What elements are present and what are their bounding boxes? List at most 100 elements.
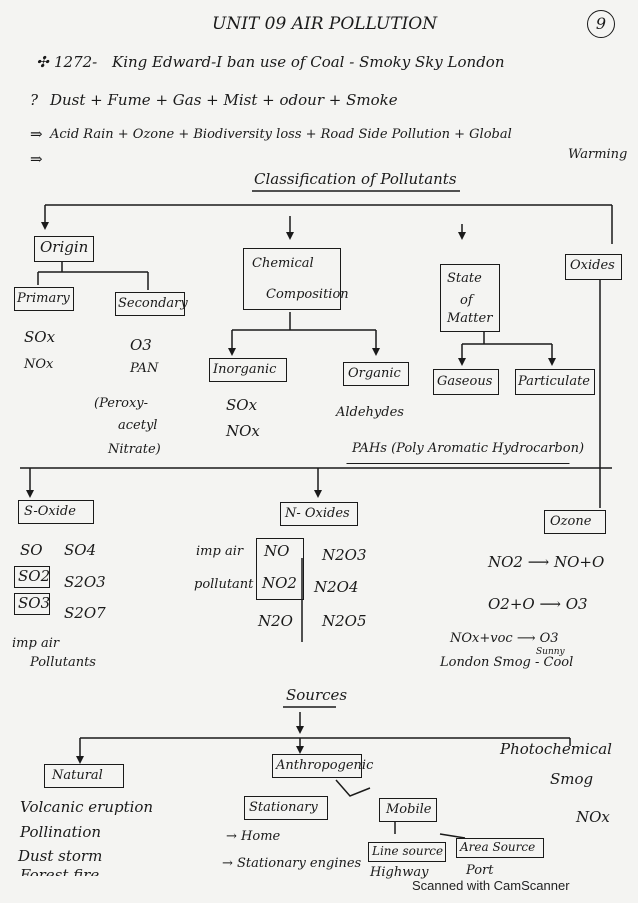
secondary-box (115, 292, 185, 316)
mobile-label: Mobile (386, 802, 432, 817)
s-oxide-label: S-Oxide (24, 504, 76, 519)
ozone-equation-2: O2+O ⟶ O3 (488, 595, 588, 613)
particulate-label: Particulate (518, 374, 590, 389)
ozone-box (544, 510, 606, 534)
natural-item-2: Pollination (20, 823, 102, 841)
state-label-3: Matter (447, 311, 493, 326)
intro-bullet-3: ⇒ (30, 125, 43, 143)
ozone-label: Ozone (550, 514, 592, 529)
natural-item-3: Dust storm (18, 847, 103, 865)
s-item-so2: SO2 (18, 567, 51, 585)
primary-item-nox: NOx (24, 357, 54, 372)
page-number: 9 (587, 10, 615, 38)
camscanner-watermark: Scanned with CamScanner (412, 878, 570, 893)
s-item-s2o3: S2O3 (64, 573, 106, 591)
intro-bullet-4: ⇒ (30, 150, 43, 168)
oxides-label: Oxides (570, 258, 615, 273)
s-note-2: Pollutants (30, 655, 96, 670)
intro-line-1: King Edward-I ban use of Coal - Smoky Sk… (112, 53, 505, 71)
natural-box (44, 764, 124, 788)
stationary-item-1: → Home (226, 829, 281, 844)
chemical-label-1: Chemical (252, 256, 314, 271)
pan-expansion-1: (Peroxy- (94, 396, 149, 411)
natural-label: Natural (52, 768, 103, 783)
ozone-condition: Sunny (536, 647, 565, 657)
n-item-n2o4: N2O4 (314, 578, 359, 596)
origin-box (34, 236, 94, 262)
primary-label: Primary (17, 291, 70, 306)
chemical-label-2: Composition (266, 287, 349, 302)
intro-line-2: Dust + Fume + Gas + Mist + odour + Smoke (50, 91, 398, 109)
sources-heading: Sources (286, 686, 348, 704)
line-source-item: Highway (370, 865, 429, 880)
n-note-2: pollutant (194, 577, 254, 592)
s-note-1: imp air (12, 636, 60, 651)
s-item-so: SO (20, 541, 43, 559)
so2-box (14, 566, 50, 588)
s-item-so3: SO3 (18, 594, 51, 612)
n-oxides-label: N- Oxides (285, 506, 350, 521)
n-item-no: NO (264, 542, 290, 560)
s-oxide-box (18, 500, 94, 524)
pan-expansion-2: acetyl (118, 418, 158, 433)
primary-box (14, 287, 74, 311)
area-source-label: Area Source (460, 840, 536, 854)
area-source-box (456, 838, 544, 858)
intro-line-3: Acid Rain + Ozone + Biodiversity loss + … (50, 127, 512, 142)
organic-item-pahs: PAHs (Poly Aromatic Hydrocarbon) (352, 441, 585, 456)
intro-bullet-2: ? (30, 91, 39, 109)
particulate-box (515, 369, 595, 395)
origin-label: Origin (40, 238, 89, 256)
secondary-label: Secondary (118, 296, 188, 311)
n-note-1: imp air (196, 544, 244, 559)
ozone-equation-3: NOx+voc ⟶ O3 (450, 631, 559, 646)
s-item-s2o7: S2O7 (64, 604, 106, 622)
line-source-box (368, 842, 446, 862)
area-source-item: Port (466, 863, 494, 878)
secondary-item-o3: O3 (130, 336, 152, 354)
anthropogenic-label: Anthropogenic (276, 758, 374, 773)
oxides-box (565, 254, 622, 280)
pan-expansion-3: Nitrate) (108, 442, 161, 457)
no-no2-box (256, 538, 304, 600)
gaseous-label: Gaseous (437, 374, 493, 389)
n-item-no2: NO2 (262, 574, 297, 592)
anthropogenic-box (272, 754, 362, 778)
n-item-n2o: N2O (258, 612, 293, 630)
state-label-1: State (447, 271, 482, 286)
secondary-item-pan: PAN (130, 361, 159, 376)
so3-box (14, 593, 50, 615)
page-title: UNIT 09 AIR POLLUTION (212, 14, 438, 34)
classification-heading: Classification of Pollutants (254, 170, 457, 188)
mobile-box (379, 798, 437, 822)
natural-item-4: Forest fire (20, 868, 99, 876)
photochemical-label-1: Photochemical (500, 740, 612, 758)
state-label-2: of (460, 293, 473, 308)
n-oxides-box (280, 502, 358, 526)
photochemical-label-2: Smog (550, 770, 594, 788)
n-item-n2o3: N2O3 (322, 546, 367, 564)
stationary-label: Stationary (249, 800, 318, 815)
primary-item-sox: SOx (24, 328, 56, 346)
ozone-note: London Smog - Cool (440, 655, 574, 670)
state-box (440, 264, 500, 332)
line-source-label: Line source (372, 844, 444, 858)
s-item-so4: SO4 (64, 541, 97, 559)
intro-year: 1272- (54, 53, 98, 71)
inorganic-label: Inorganic (213, 362, 277, 377)
stationary-item-2: → Stationary engines (222, 856, 362, 871)
intro-line-3-cont: Warming (568, 147, 628, 162)
ozone-equation-1: NO2 ⟶ NO+O (488, 553, 605, 571)
inorganic-box (209, 358, 287, 382)
natural-item-1: Volcanic eruption (20, 798, 154, 816)
inorganic-item-nox: NOx (226, 422, 260, 440)
chemical-box (243, 248, 341, 310)
stationary-box (244, 796, 328, 820)
organic-item-aldehydes: Aldehydes (336, 405, 404, 420)
n-item-n2o5: N2O5 (322, 612, 367, 630)
pahs-underline (346, 438, 570, 464)
organic-label: Organic (348, 366, 401, 381)
inorganic-item-sox: SOx (226, 396, 258, 414)
intro-bullet-1: ✣ (36, 53, 49, 71)
